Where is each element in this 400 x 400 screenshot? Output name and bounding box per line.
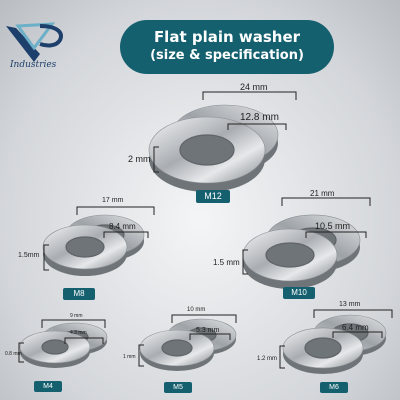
title-line-1: Flat plain washer <box>153 28 301 46</box>
undefined-thickness-bracket <box>43 244 49 271</box>
m5-outer-dim: 10 mm <box>187 307 206 313</box>
m6-thickness: 1.2 mm <box>257 356 278 362</box>
m5-washer-front <box>139 329 215 371</box>
m8-inner-dim: 8.4 mm <box>109 222 136 231</box>
m10-size-tag: M10 <box>283 287 315 299</box>
m5-thickness: 1 mm <box>123 354 136 360</box>
m5-inner-dim: 5.3 mm <box>196 327 220 334</box>
m4-outer-dim: 9 mm <box>70 313 83 319</box>
undefined-inner-bracket <box>64 337 104 344</box>
vp-logo-icon <box>6 22 63 62</box>
m12-size-tag: M12 <box>196 190 230 203</box>
m10-thickness: 1.5 mm <box>213 258 240 267</box>
undefined-thickness-bracket <box>242 249 248 275</box>
m4-size-tag: M4 <box>34 381 62 392</box>
undefined-thickness-bracket <box>153 146 159 173</box>
undefined-outer-bracket <box>202 91 297 100</box>
m10-washer-front <box>242 228 338 289</box>
undefined-thickness-bracket <box>18 342 24 363</box>
m8-outer-dim: 17 mm <box>102 197 124 204</box>
m8-thickness: 1.5mm <box>18 252 40 259</box>
undefined-outer-bracket <box>76 206 155 215</box>
m8-size-tag: M8 <box>63 288 95 300</box>
m6-inner-dim: 6.4 mm <box>342 323 369 332</box>
undefined-outer-bracket <box>171 314 237 323</box>
undefined-thickness-bracket <box>279 345 285 369</box>
m6-washer-front <box>282 327 364 374</box>
m12-inner-dim: 12.8 mm <box>240 112 279 123</box>
m12-washer-front <box>148 116 266 192</box>
brand-name: Industries <box>10 60 57 70</box>
m4-washer-front <box>19 330 91 368</box>
m4-inner-dim: 4.3 mm <box>70 330 87 336</box>
undefined-thickness-bracket <box>138 344 144 367</box>
m6-outer-dim: 13 mm <box>339 301 361 308</box>
m6-size-tag: M6 <box>320 382 348 393</box>
undefined-inner-bracket <box>227 123 287 130</box>
m12-outer-dim: 24 mm <box>240 82 268 92</box>
undefined-outer-bracket <box>281 197 371 206</box>
m5-size-tag: M5 <box>164 382 192 393</box>
m10-outer-dim: 21 mm <box>310 189 335 198</box>
undefined-inner-bracket <box>103 231 149 238</box>
undefined-inner-bracket <box>305 231 367 238</box>
undefined-outer-bracket <box>41 319 106 328</box>
m10-inner-dim: 10.5 mm <box>315 221 351 231</box>
undefined-inner-bracket <box>189 333 231 340</box>
title-banner: Flat plain washer (size & specification) <box>120 20 334 74</box>
m8-washer-front <box>42 224 128 276</box>
m12-thickness: 2 mm <box>128 154 151 164</box>
m4-thickness: 0.8 mm <box>5 351 22 357</box>
undefined-inner-bracket <box>332 331 383 338</box>
title-line-2: (size & specification) <box>150 48 304 63</box>
undefined-outer-bracket <box>313 309 393 318</box>
